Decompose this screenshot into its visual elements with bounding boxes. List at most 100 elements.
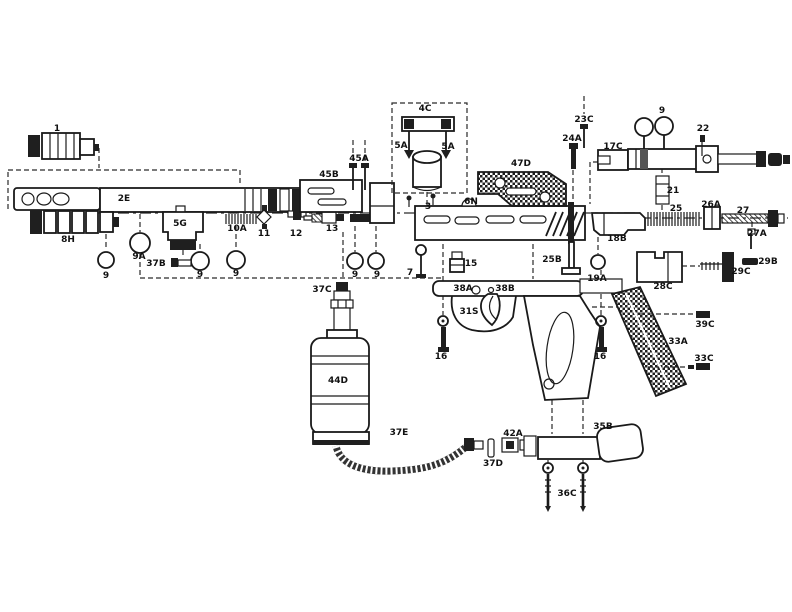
part-label-16: 16 bbox=[594, 352, 607, 362]
screws-3 bbox=[406, 193, 436, 207]
hammer-18b bbox=[590, 212, 646, 236]
part-label-28C: 28C bbox=[653, 282, 673, 292]
pin-22 bbox=[700, 135, 705, 156]
o-ring bbox=[634, 117, 654, 137]
muzzle-block bbox=[13, 187, 101, 211]
part-label-36C: 36C bbox=[557, 489, 577, 499]
trigger-31s bbox=[480, 293, 501, 327]
part-label-38B: 38B bbox=[495, 284, 515, 294]
screw-39c bbox=[696, 311, 710, 318]
part-label-45B: 45B bbox=[319, 170, 339, 180]
front-block bbox=[369, 182, 395, 224]
bottomline-35b bbox=[523, 423, 644, 463]
part-label-27: 27 bbox=[737, 206, 750, 216]
part-label-37D: 37D bbox=[483, 459, 503, 469]
part-label-7: 7 bbox=[407, 268, 413, 278]
part-label-25B: 25B bbox=[542, 255, 562, 265]
part-label-12: 12 bbox=[290, 229, 303, 239]
part-label-9: 9 bbox=[233, 269, 239, 279]
part-label-5A: 5A bbox=[441, 142, 454, 152]
part-label-45A: 45A bbox=[349, 154, 369, 164]
receiver-6n bbox=[414, 198, 586, 244]
o-ring bbox=[190, 251, 210, 271]
pin-27a bbox=[747, 228, 756, 249]
part-label-19A: 19A bbox=[587, 274, 607, 284]
bolt-27 bbox=[721, 210, 785, 227]
tank-valve-37c bbox=[330, 282, 354, 331]
part-label-10A: 10A bbox=[227, 224, 247, 234]
fitting-13 bbox=[303, 211, 344, 224]
part-label-37E: 37E bbox=[390, 428, 409, 438]
spring-10a bbox=[225, 214, 257, 224]
rear-plug-17c bbox=[597, 149, 629, 171]
barrel-group bbox=[13, 187, 313, 213]
part-label-23C: 23C bbox=[574, 115, 594, 125]
part-label-15: 15 bbox=[465, 259, 478, 269]
trigger-guard bbox=[450, 295, 517, 333]
part-label-2E: 2E bbox=[118, 194, 130, 204]
spring-25 bbox=[647, 212, 700, 226]
hose-end-nut bbox=[473, 440, 484, 450]
pin-hole-38a bbox=[471, 285, 481, 295]
valve-block-5g bbox=[162, 205, 204, 250]
pin-hole-38b bbox=[487, 286, 495, 294]
part-label-27A: 27A bbox=[747, 229, 767, 239]
o-ring-19a bbox=[590, 254, 606, 270]
part-label-33A: 33A bbox=[668, 337, 688, 347]
part-label-8H: 8H bbox=[61, 235, 75, 245]
part-label-33C: 33C bbox=[694, 354, 714, 364]
part-label-26A: 26A bbox=[701, 200, 721, 210]
part-label-47D: 47D bbox=[511, 159, 531, 169]
part-label-13: 13 bbox=[326, 224, 339, 234]
part-label-38A: 38A bbox=[453, 284, 473, 294]
part-label-11: 11 bbox=[258, 229, 271, 239]
hose-37e bbox=[332, 444, 469, 475]
grip-frame bbox=[522, 295, 601, 401]
cylinder-part bbox=[412, 150, 442, 192]
o-ring bbox=[346, 252, 364, 270]
part-label-44D: 44D bbox=[328, 376, 348, 386]
detent-block-45b bbox=[299, 179, 363, 213]
part-label-9: 9 bbox=[659, 106, 665, 116]
screws-36c bbox=[542, 462, 589, 512]
part-label-9: 9 bbox=[352, 270, 358, 280]
part-label-29B: 29B bbox=[758, 257, 778, 267]
part-label-39C: 39C bbox=[695, 320, 715, 330]
part-label-37C: 37C bbox=[312, 285, 332, 295]
spring-guide-26a bbox=[703, 206, 721, 230]
part-label-29C: 29C bbox=[731, 267, 751, 277]
part-label-25: 25 bbox=[670, 204, 683, 214]
coupler bbox=[350, 214, 372, 222]
part-label-17C: 17C bbox=[603, 142, 623, 152]
sight-rail-47d bbox=[477, 171, 567, 207]
screw-23c bbox=[580, 124, 588, 148]
clamp-4c-group bbox=[391, 102, 468, 194]
part-label-9: 9 bbox=[103, 271, 109, 281]
part-label-35B: 35B bbox=[593, 422, 613, 432]
part-28c bbox=[636, 251, 683, 283]
grip-screw-16-right bbox=[595, 315, 607, 352]
valve-15 bbox=[449, 251, 465, 273]
screws-45a bbox=[349, 163, 369, 190]
part-label-42A: 42A bbox=[503, 429, 523, 439]
screw-7 bbox=[415, 244, 427, 278]
part-label-31S: 31S bbox=[459, 307, 478, 317]
part-label-6N: 6N bbox=[464, 197, 478, 207]
fitting-29b bbox=[742, 258, 758, 265]
part-label-24A: 24A bbox=[562, 134, 582, 144]
part-label-1: 1 bbox=[54, 124, 60, 134]
expansion-chamber-8h bbox=[30, 210, 119, 234]
o-ring bbox=[226, 250, 246, 270]
grip-panel-33a bbox=[610, 285, 688, 398]
part-label-18B: 18B bbox=[607, 234, 627, 244]
screw-24a bbox=[569, 143, 578, 169]
o-rings-top-right bbox=[634, 116, 674, 149]
cocking-rod-assembly bbox=[627, 145, 790, 173]
washer-37d bbox=[487, 438, 495, 458]
part-21 bbox=[655, 175, 670, 205]
fitting-11 bbox=[256, 205, 272, 229]
co2-bottle-44d bbox=[310, 329, 370, 445]
part-label-3: 3 bbox=[425, 202, 431, 212]
o-ring bbox=[97, 251, 115, 269]
